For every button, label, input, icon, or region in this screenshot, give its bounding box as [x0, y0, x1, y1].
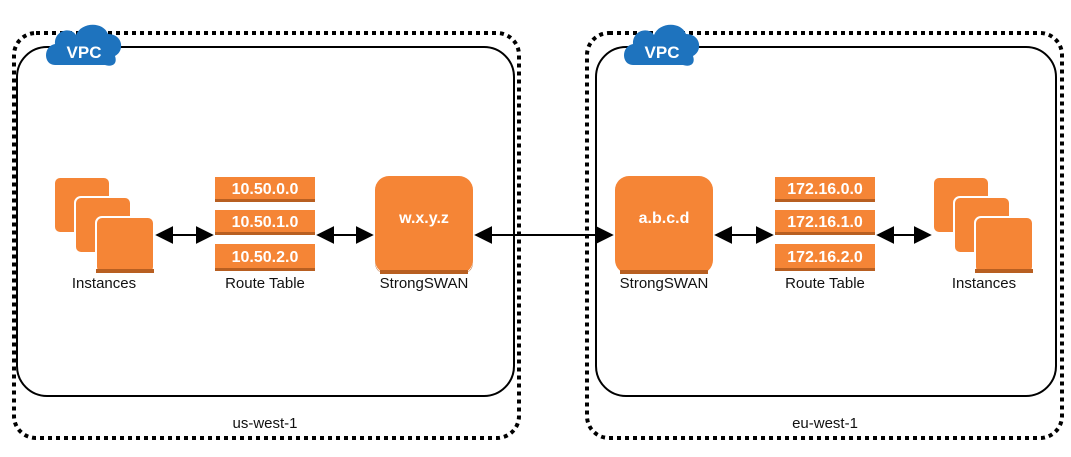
strongswan-ip: a.b.c.d — [639, 210, 690, 227]
route-entry: 10.50.2.0 — [232, 249, 299, 266]
route-entry: 10.50.1.0 — [232, 214, 299, 231]
strongswan-node — [615, 176, 713, 274]
vpc-boundary — [16, 46, 515, 397]
route-table: 10.50.0.0 10.50.1.0 10.50.2.0 — [215, 177, 315, 271]
strongswan-label: StrongSWAN — [620, 275, 709, 292]
route-table-label: Route Table — [225, 275, 305, 292]
strongswan-node — [375, 176, 473, 274]
route-entry: 172.16.2.0 — [787, 249, 863, 266]
instances-icon — [932, 176, 1034, 274]
strongswan-ip: w.x.y.z — [398, 210, 449, 227]
route-table: 172.16.0.0 172.16.1.0 172.16.2.0 — [775, 177, 875, 271]
cloud-icon — [624, 24, 700, 66]
region-us-west-1: us-west-1 VPC Instances 10.50.0.0 10.50.… — [12, 24, 521, 440]
route-table-label: Route Table — [785, 275, 865, 292]
route-entry: 10.50.0.0 — [232, 181, 299, 198]
vpc-badge-label: VPC — [67, 43, 102, 62]
region-eu-west-1: eu-west-1 VPC a.b.c.d StrongSWAN 172.16.… — [585, 24, 1064, 440]
region-label: us-west-1 — [232, 415, 297, 432]
instances-label: Instances — [72, 275, 136, 292]
instances-label: Instances — [952, 275, 1016, 292]
region-label: eu-west-1 — [792, 415, 858, 432]
vpc-badge-label: VPC — [645, 43, 680, 62]
route-entry: 172.16.0.0 — [787, 181, 863, 198]
cloud-icon — [46, 24, 122, 66]
strongswan-label: StrongSWAN — [380, 275, 469, 292]
vpc-boundary — [595, 46, 1057, 397]
route-entry: 172.16.1.0 — [787, 214, 863, 231]
instances-icon — [53, 176, 155, 274]
